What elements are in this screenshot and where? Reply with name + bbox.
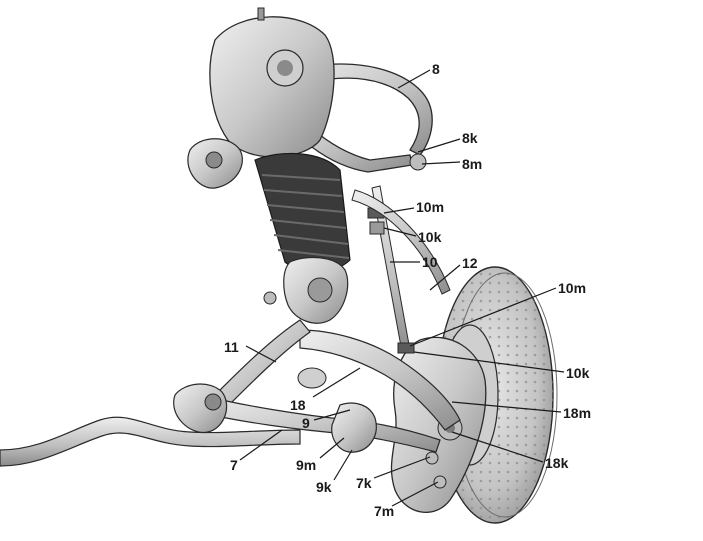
callout-18: 18 xyxy=(290,397,306,413)
callout-9k: 9k xyxy=(316,479,332,495)
air-strut-reservoir xyxy=(209,16,335,158)
damper-fork-arm xyxy=(299,329,461,431)
upper-control-arm xyxy=(269,63,433,156)
rod-12 xyxy=(351,189,451,295)
callout-11: 11 xyxy=(224,339,239,355)
pull-strut xyxy=(214,319,311,409)
link-9 xyxy=(331,402,377,453)
callout-10k-lower: 10k xyxy=(566,365,590,381)
stabilizer-link-nut-lower xyxy=(397,342,415,354)
callout-18k: 18k xyxy=(545,455,569,471)
callout-8m: 8m xyxy=(462,156,482,172)
callout-10: 10 xyxy=(422,254,438,270)
air-spring-bellows xyxy=(254,152,351,273)
callout-10m-upper: 10m xyxy=(416,199,444,215)
lower-control-arm xyxy=(197,394,441,453)
upper-arm-ball-joint xyxy=(409,153,427,171)
callout-8k: 8k xyxy=(462,130,478,146)
callout-10k-upper: 10k xyxy=(418,229,442,245)
callout-18m: 18m xyxy=(563,405,591,421)
stabilizer-bar xyxy=(0,416,301,467)
callout-12: 12 xyxy=(462,255,478,271)
leader-lines xyxy=(239,69,565,507)
callout-9: 9 xyxy=(302,415,310,431)
callout-7: 7 xyxy=(230,457,238,473)
callout-7k: 7k xyxy=(356,475,372,491)
bolt-7m xyxy=(433,475,447,489)
callout-7m: 7m xyxy=(374,503,394,519)
callout-9m: 9m xyxy=(296,457,316,473)
callout-8: 8 xyxy=(432,61,440,77)
callout-10m-lower: 10m xyxy=(558,280,586,296)
